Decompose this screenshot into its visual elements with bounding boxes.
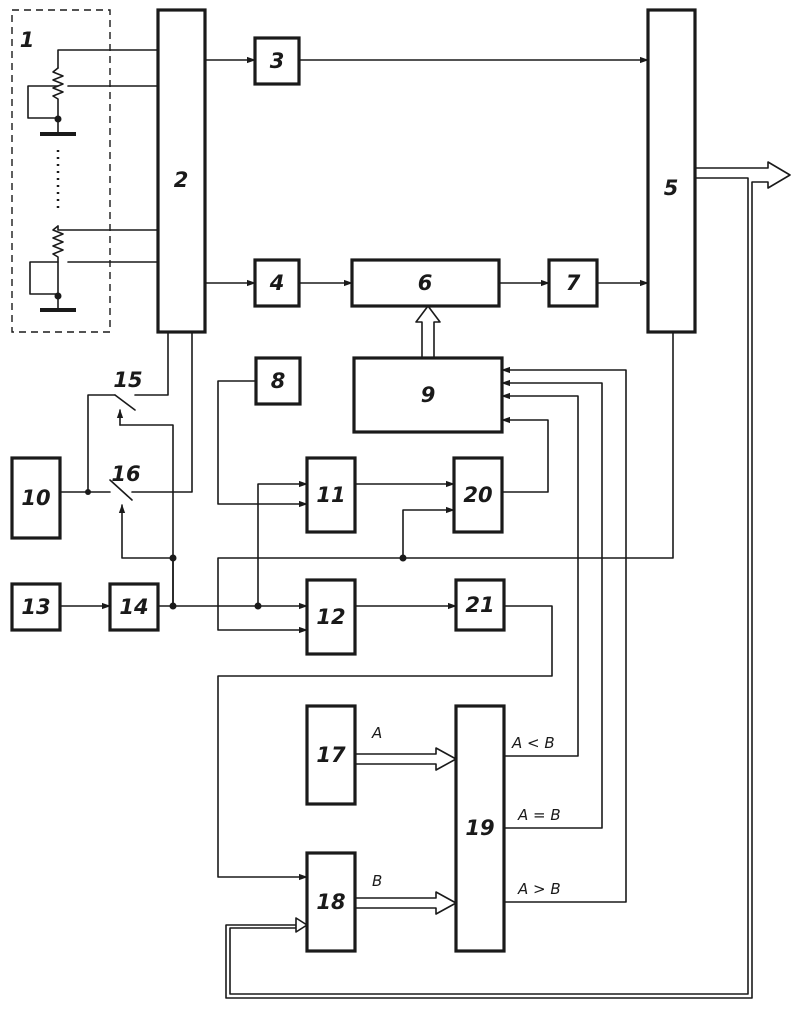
block-1-label: 1 xyxy=(20,28,35,52)
switch-16: 16 xyxy=(110,462,141,500)
block-8: 8 xyxy=(256,358,300,404)
block-8-label: 8 xyxy=(271,369,286,393)
signal-wires xyxy=(60,60,673,902)
block-20: 20 xyxy=(454,458,502,532)
signal-a-gt-b-label: A > B xyxy=(517,880,561,898)
block-6: 6 xyxy=(352,260,499,306)
block-17-label: 17 xyxy=(316,743,346,767)
block-20-label: 20 xyxy=(463,483,492,507)
block-17: 17 xyxy=(307,706,355,804)
block-10-label: 10 xyxy=(21,486,50,510)
block-21-label: 21 xyxy=(465,593,494,617)
wire-sensor2-top xyxy=(58,226,158,230)
block-18: 18 xyxy=(307,853,355,951)
block-12-label: 12 xyxy=(316,605,345,629)
block-19-label: 19 xyxy=(465,816,494,840)
block-9: 9 xyxy=(354,358,502,432)
block-7: 7 xyxy=(549,260,597,306)
block-11-label: 11 xyxy=(316,483,345,507)
block-3: 3 xyxy=(255,38,299,84)
switch-16-label: 16 xyxy=(111,462,140,486)
block-10: 10 xyxy=(12,458,60,538)
block-2: 2 xyxy=(158,10,205,332)
block-18-label: 18 xyxy=(316,890,345,914)
block-14-label: 14 xyxy=(119,595,148,619)
signal-a-eq-b-label: A = B xyxy=(517,806,561,824)
block-9-label: 9 xyxy=(421,383,436,407)
block-5: 5 xyxy=(648,10,695,332)
switch-15-label: 15 xyxy=(113,368,142,392)
block-19: 19 xyxy=(456,706,504,951)
block-4: 4 xyxy=(255,260,299,306)
block-5-label: 5 xyxy=(664,176,679,200)
potentiometer-lower-icon xyxy=(30,226,76,310)
block-21: 21 xyxy=(456,580,504,630)
block-6-label: 6 xyxy=(418,271,433,295)
block-7-label: 7 xyxy=(566,271,581,295)
block-13: 13 xyxy=(12,584,60,630)
sensor-group-1: 1 xyxy=(12,10,110,332)
signal-b-label: B xyxy=(372,872,382,890)
wire-sensor1-top xyxy=(58,50,158,68)
block-12: 12 xyxy=(307,580,355,654)
signal-a-label: A xyxy=(371,724,382,742)
block-3-label: 3 xyxy=(270,49,285,73)
sensor-group-border xyxy=(12,10,110,332)
block-11: 11 xyxy=(307,458,355,532)
block-4-label: 4 xyxy=(269,271,285,295)
block-14: 14 xyxy=(110,584,158,630)
block-13-label: 13 xyxy=(21,595,50,619)
block-2-label: 2 xyxy=(174,168,189,192)
signal-a-lt-b-label: A < B xyxy=(511,734,555,752)
potentiometer-upper-icon xyxy=(28,68,76,134)
switch-15: 15 xyxy=(113,368,142,425)
